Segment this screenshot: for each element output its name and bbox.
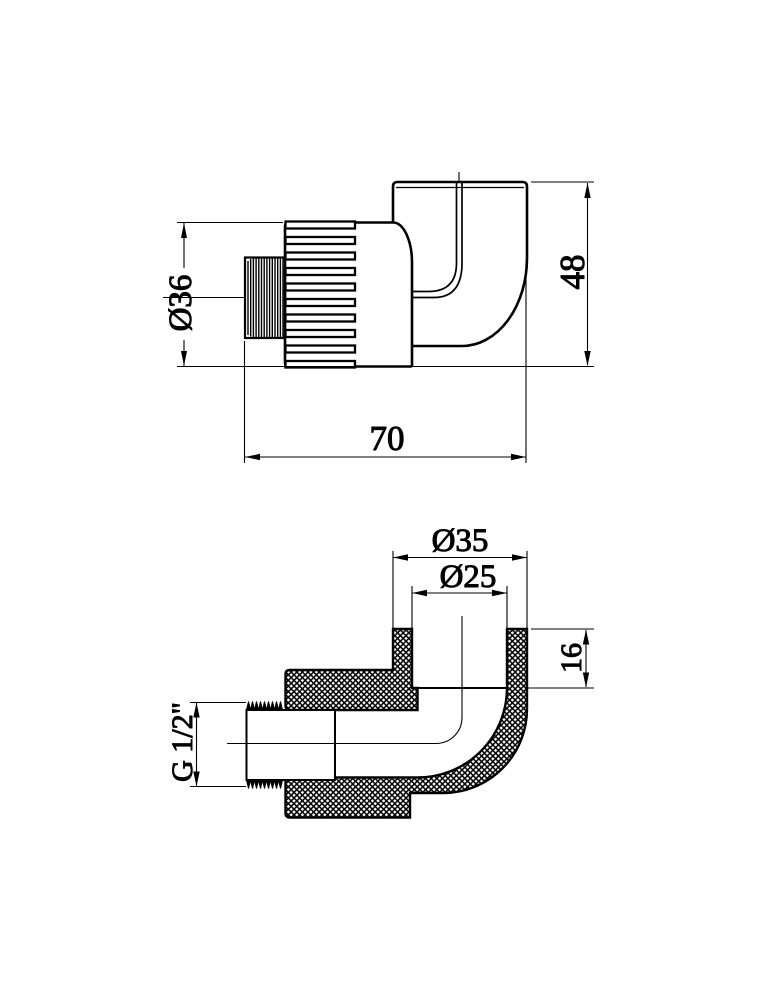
arrow-right-icon (492, 589, 507, 597)
inner-bore-lines (412, 183, 463, 299)
arrow-down-icon (582, 672, 590, 688)
arrow-up-icon (582, 629, 590, 645)
dimension-thread-size: G 1/2" (166, 702, 246, 788)
dimension-socket-inner-diameter: Ø25 (411, 559, 508, 628)
dimension-socket-depth: 16 (527, 628, 594, 689)
arrow-down-icon (181, 351, 187, 366)
arrow-up-icon (193, 702, 200, 718)
arrow-left-icon (245, 453, 260, 461)
dimension-collar-diameter: Ø36 (163, 221, 594, 368)
dim-label-total-height: 48 (553, 255, 592, 290)
thread-insert (245, 701, 336, 789)
collar-outline (283, 220, 412, 369)
arrow-down-icon (193, 771, 200, 787)
arrow-up-icon (181, 223, 187, 238)
section-wall-lower (284, 627, 529, 819)
dim-label-thread-size: G 1/2" (166, 702, 199, 782)
dim-label-socket-outer-diameter: Ø35 (432, 523, 489, 559)
arrow-down-icon (584, 351, 591, 366)
elbow-body-outline (163, 172, 529, 367)
section-view: Ø35 Ø25 16 G 1/2" (166, 523, 594, 819)
arrow-up-icon (584, 183, 591, 198)
dimension-total-length: 70 (243, 262, 527, 463)
flow-axis-line (227, 616, 463, 745)
thread-teeth-bottom (245, 779, 284, 789)
thread-teeth-top (245, 701, 284, 711)
side-view: Ø36 48 70 (163, 172, 594, 463)
dim-label-socket-depth: 16 (555, 643, 588, 673)
dimension-socket-outer-diameter: Ø35 (392, 523, 528, 628)
arrow-left-icon (412, 589, 427, 597)
collar-ribs (284, 220, 357, 369)
dimension-total-height: 48 (531, 181, 594, 366)
section-wall-upper (284, 627, 419, 712)
dim-label-total-length: 70 (370, 419, 405, 458)
dim-label-socket-inner-diameter: Ø25 (440, 559, 497, 595)
arrow-right-icon (511, 453, 526, 461)
dim-label-collar-diameter: Ø36 (163, 275, 199, 332)
thread-crest-lines (247, 258, 284, 337)
male-thread (243, 256, 287, 340)
arrow-right-icon (512, 554, 527, 561)
arrow-left-icon (393, 554, 408, 561)
